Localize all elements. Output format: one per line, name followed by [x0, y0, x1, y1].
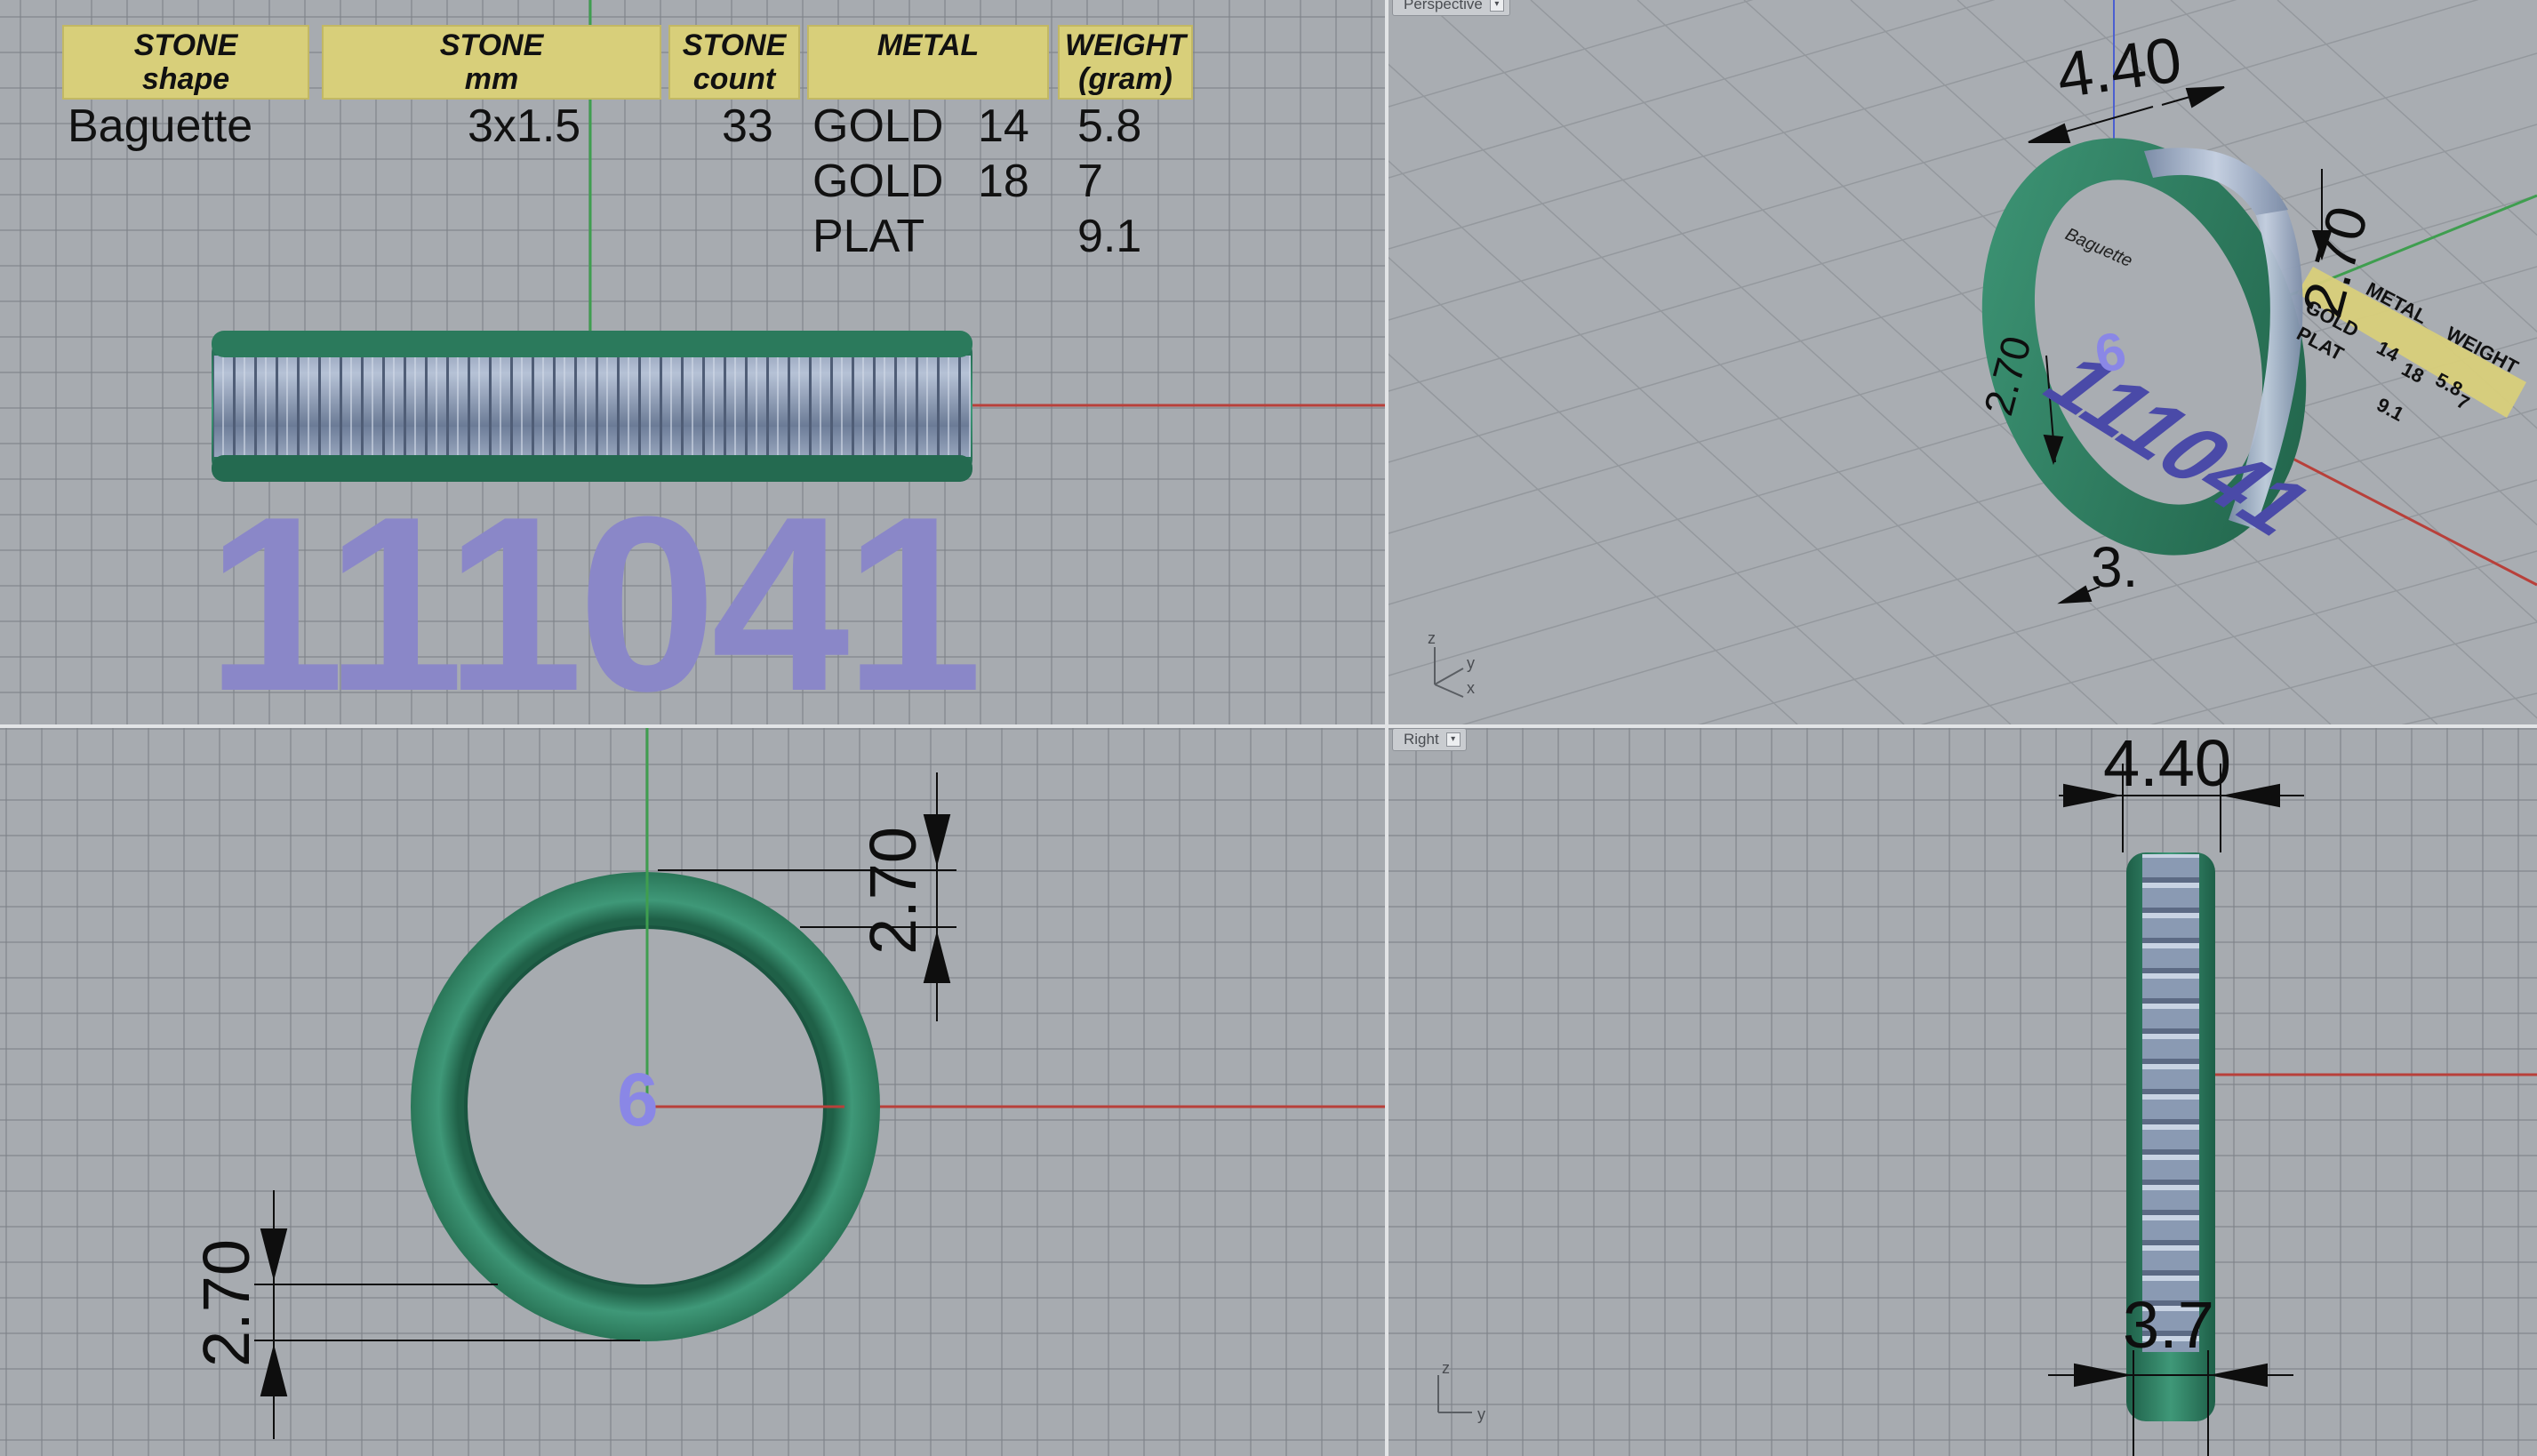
right-viewport[interactable]: z y 4.40 3.7 Right ▾ [1389, 728, 2537, 1456]
persp-dim-top: 4.40 [2053, 24, 2186, 112]
metal-weight: 5.8 [1077, 100, 1142, 152]
svg-text:9.1: 9.1 [2373, 393, 2408, 425]
front-dim-bottom-arrows [254, 1190, 640, 1439]
viewport-divider-horizontal[interactable] [0, 724, 2537, 728]
front-dim-bottom-label: 2.70 [189, 1238, 263, 1367]
persp-dim-bottom: 3. [2091, 535, 2138, 599]
front-view-scene [254, 728, 1385, 1439]
front-dim-top-arrows [658, 772, 956, 1021]
perspective-dimension-arrows [2028, 86, 2333, 604]
stock-number: 111041 [206, 466, 982, 724]
viewport-tab-label: Right [1404, 731, 1439, 748]
right-dim-top-arrows [2059, 764, 2304, 852]
ring-size-label: 6 [617, 1058, 659, 1141]
metal-weight: 7 [1077, 156, 1103, 207]
axis-widget-z-label: z [1442, 1359, 1450, 1377]
ring-perspective-view [1981, 138, 2307, 556]
viewport-divider-vertical[interactable] [1385, 0, 1389, 1456]
right-dim-top-label: 4.40 [2103, 728, 2232, 800]
metal-name: GOLD [812, 100, 944, 152]
header-weight: WEIGHT(gram) [1058, 25, 1193, 100]
axis-widget-y-label: y [1477, 1405, 1485, 1423]
metal-weight: 9.1 [1077, 211, 1142, 262]
chevron-down-icon[interactable]: ▾ [1489, 0, 1504, 12]
stone-count-value: 33 [722, 100, 773, 152]
axis-widget-y-label: y [1467, 654, 1475, 672]
stone-shape-value: Baguette [68, 100, 253, 152]
stone-mm-value: 3x1.5 [468, 100, 581, 152]
metal-name: PLAT [812, 211, 925, 262]
viewport-tab-right[interactable]: Right ▾ [1392, 728, 1467, 751]
perspective-grid [1389, 0, 2537, 724]
front-dim-top-label: 2.70 [856, 826, 930, 955]
axis-widget-z-label: z [1428, 629, 1436, 647]
axis-widget [1434, 647, 1464, 698]
header-metal: METAL [807, 25, 1049, 100]
ring-side-view [2126, 852, 2215, 1421]
axis-widget-x-label: x [1467, 679, 1475, 697]
floor-table-plate [2297, 267, 2526, 418]
ring-front-view [411, 872, 880, 1341]
right-dim-bottom-arrows [2048, 1350, 2293, 1456]
perspective-viewport[interactable]: 111041 6 4.40 2.70 2.70 3. Baguette META… [1389, 0, 2537, 724]
viewport-tab-label: Perspective [1404, 0, 1483, 12]
metal-karat: 18 [978, 156, 1029, 207]
chevron-down-icon[interactable]: ▾ [1445, 732, 1461, 747]
viewport-tab-perspective[interactable]: Perspective ▾ [1392, 0, 1510, 16]
ring-top-view [212, 331, 972, 482]
metal-karat: 14 [978, 100, 1029, 152]
axis-widget [1437, 1375, 1472, 1413]
front-viewport[interactable]: 2.70 2.70 6 [0, 728, 1385, 1456]
top-view-scene [212, 0, 1385, 482]
right-view-scene: z y [1437, 764, 2537, 1456]
metal-name: GOLD [812, 156, 944, 207]
right-dim-bottom-label: 3.7 [2123, 1288, 2214, 1362]
perspective-scene: 111041 6 4.40 2.70 2.70 3. Baguette META… [1389, 0, 2537, 724]
